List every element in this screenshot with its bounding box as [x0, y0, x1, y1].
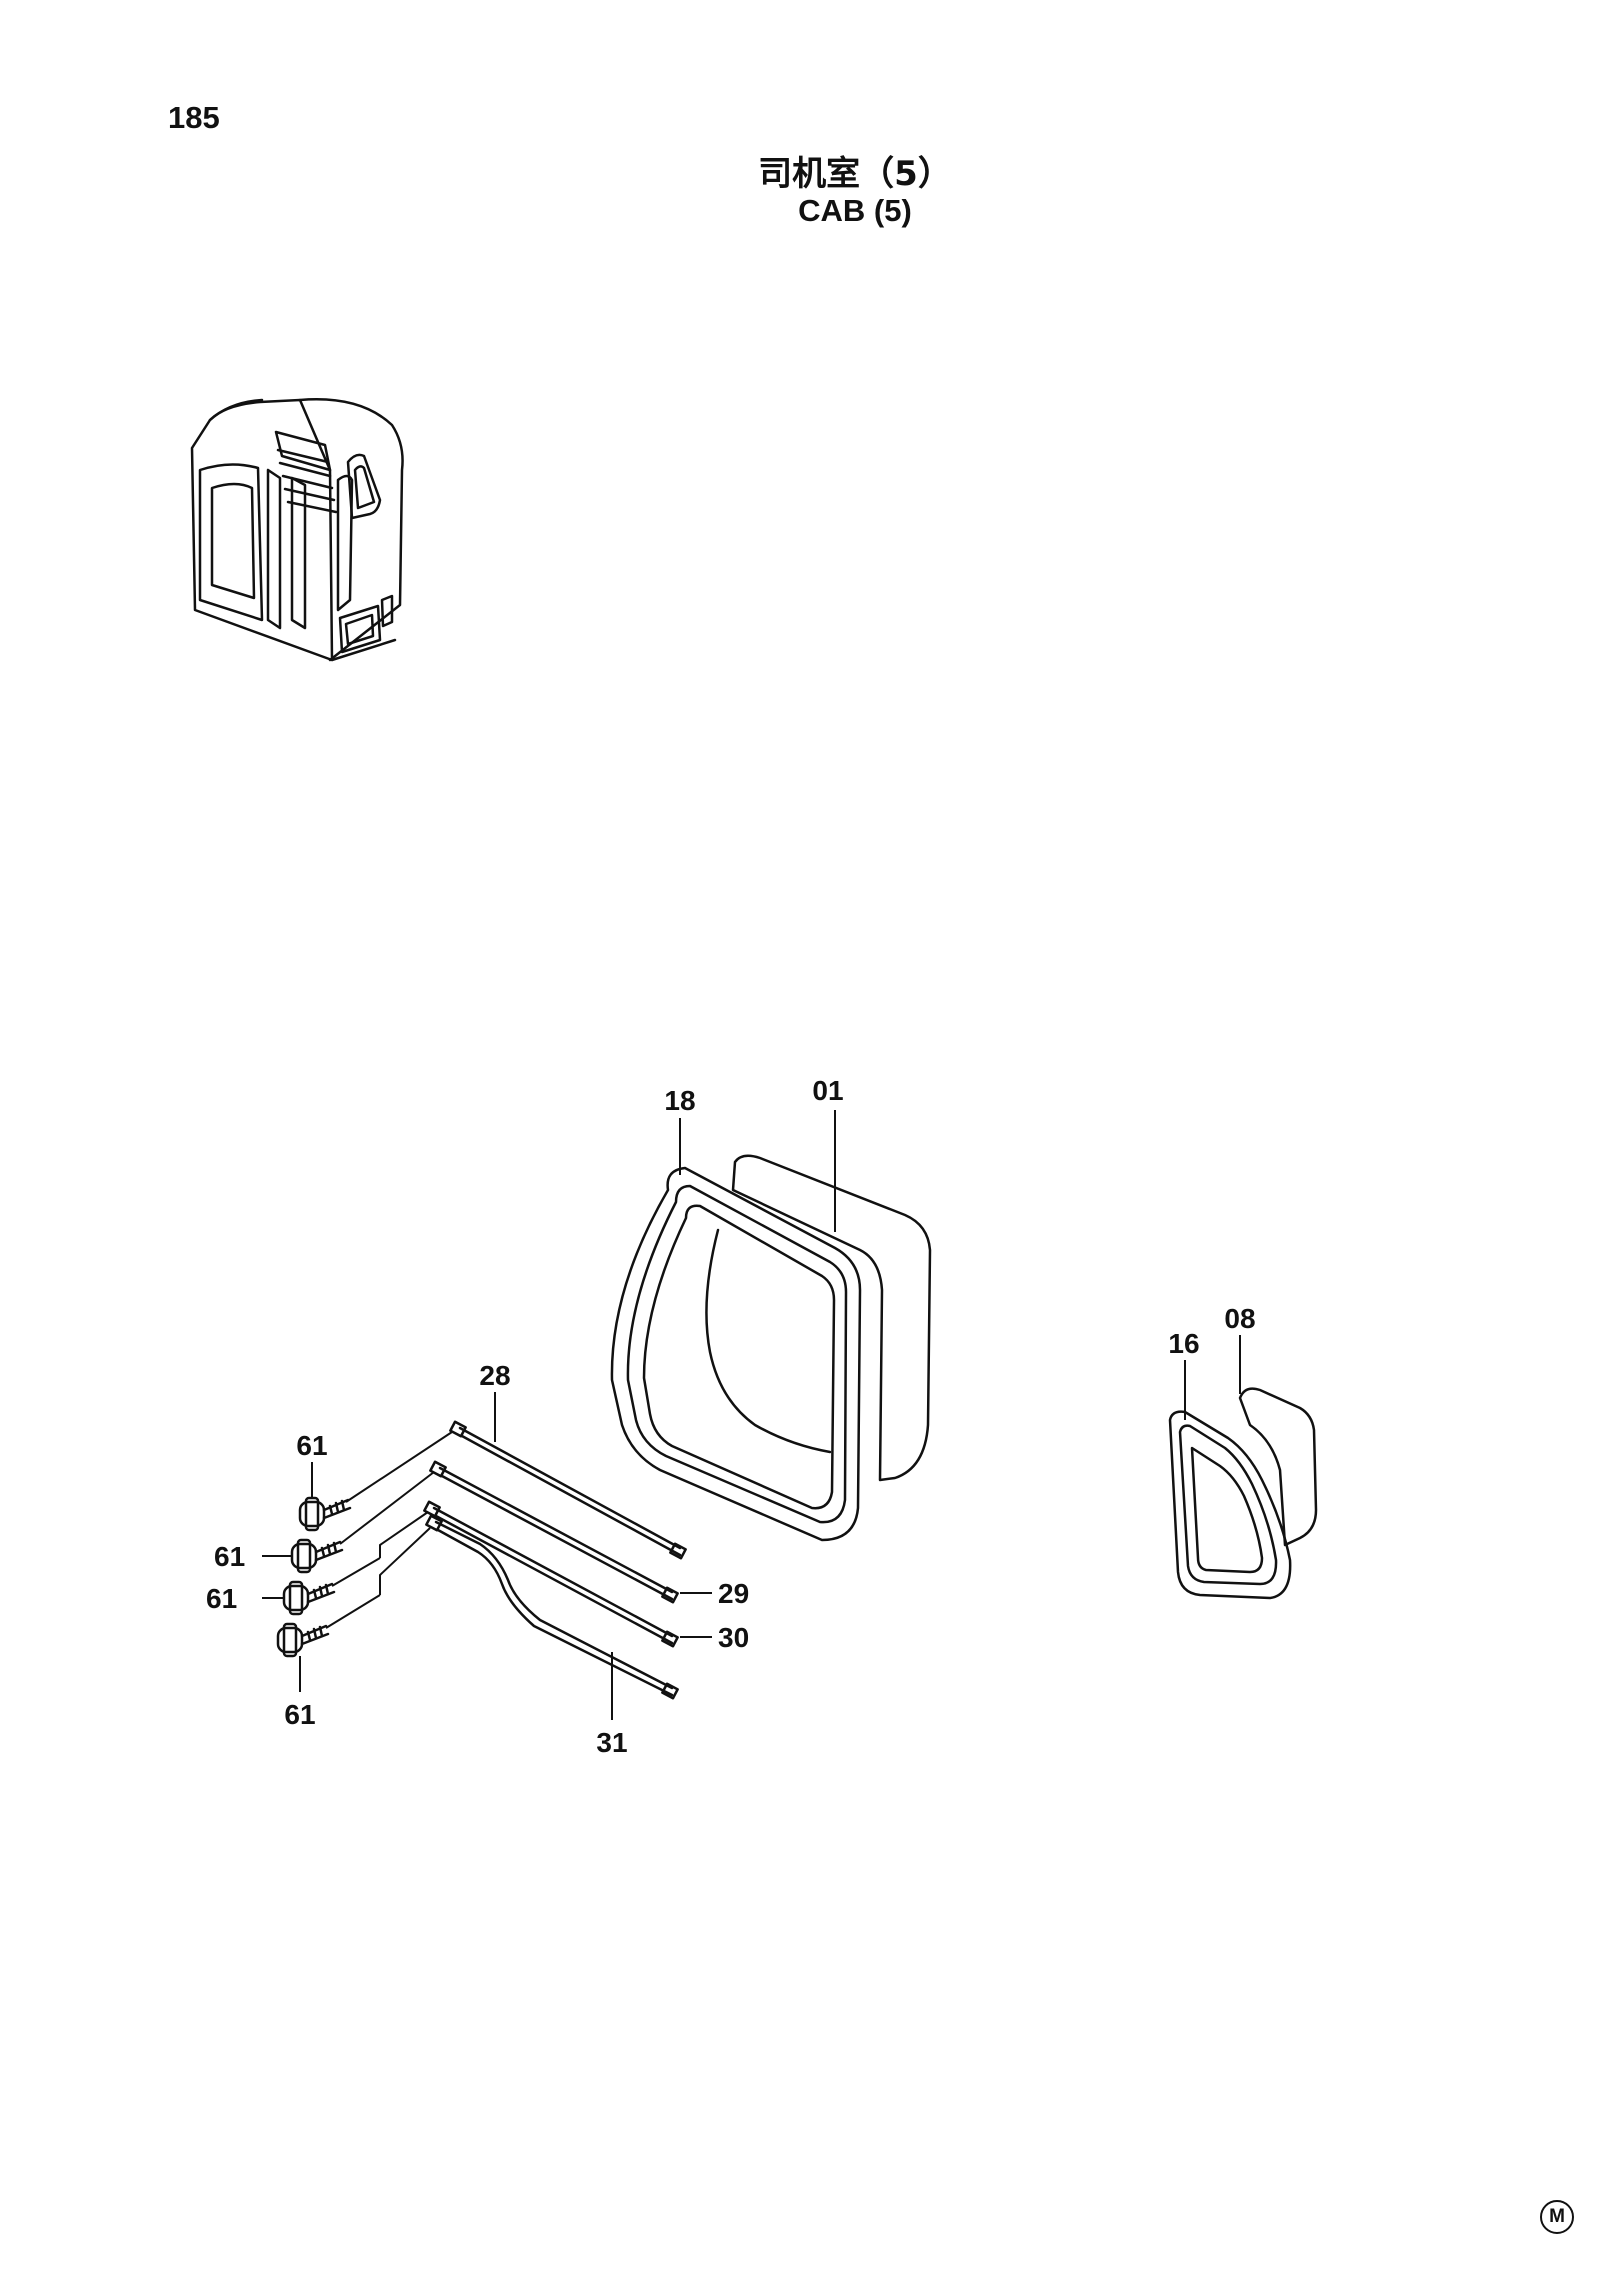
- screw-61-a: [298, 1496, 352, 1532]
- rod-29: [429, 1460, 679, 1604]
- cab-overview-illustration: [190, 398, 404, 662]
- callout-29: 29: [718, 1578, 749, 1609]
- window-seal-18: [610, 1166, 862, 1542]
- screw-61-d: [276, 1622, 330, 1658]
- screw-61-b: [290, 1538, 344, 1574]
- callout-31: 31: [596, 1727, 627, 1758]
- callout-30: 30: [718, 1622, 749, 1653]
- callout-61-c: 61: [206, 1583, 237, 1614]
- callout-28: 28: [479, 1360, 510, 1391]
- manufacturer-mark: M: [1540, 2200, 1574, 2234]
- page-number: 185: [168, 100, 220, 135]
- callout-16: 16: [1168, 1328, 1199, 1359]
- window-seal-16: [1168, 1410, 1292, 1600]
- page-title-english: CAB (5): [798, 193, 912, 228]
- leader-lines: [262, 1110, 1241, 1720]
- callout-01: 01: [812, 1075, 843, 1106]
- callout-61-a: 61: [296, 1430, 327, 1461]
- rod-30: [423, 1500, 679, 1648]
- glass-panel-08: [1238, 1387, 1318, 1547]
- rod-31: [425, 1514, 679, 1700]
- page-title-chinese: 司机室（5）: [758, 154, 952, 194]
- callout-61-d: 61: [284, 1699, 315, 1730]
- rod-28: [449, 1420, 687, 1560]
- callout-08: 08: [1224, 1303, 1255, 1334]
- callout-18: 18: [664, 1085, 695, 1116]
- glass-panel-01: [731, 1154, 932, 1482]
- screw-61-c: [282, 1580, 336, 1616]
- callout-61-b: 61: [214, 1541, 245, 1572]
